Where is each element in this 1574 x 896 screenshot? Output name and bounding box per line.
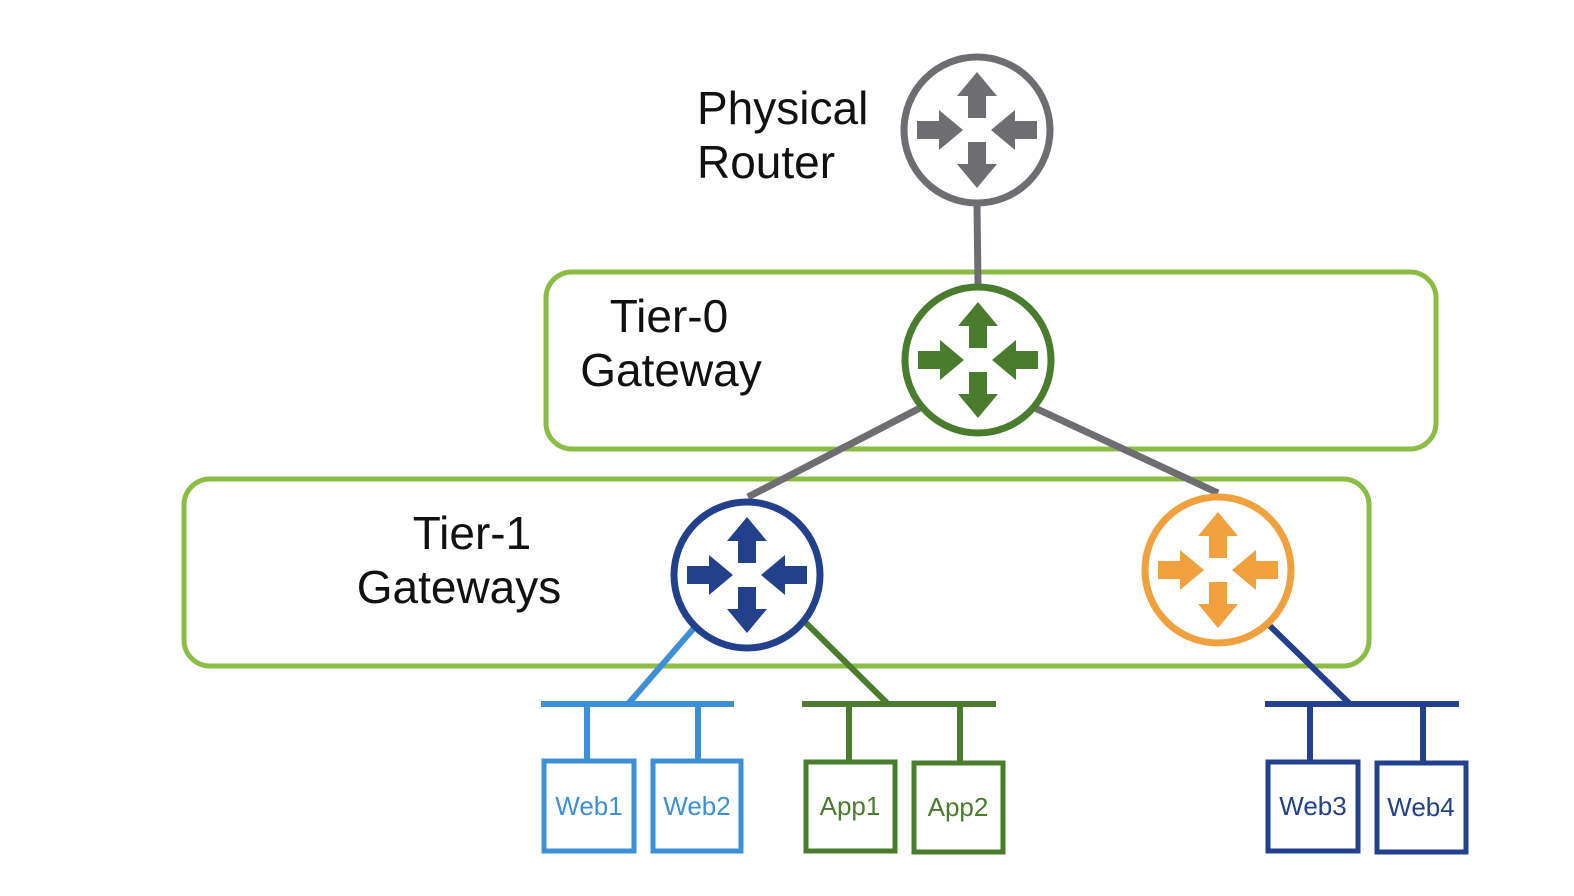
tier0-label-line1: Tier-0: [610, 290, 728, 342]
vm-app2: App2: [911, 760, 1006, 855]
physical-router-icon: [900, 53, 1054, 207]
vm-web1: Web1: [541, 758, 637, 854]
svg-text:Web3: Web3: [1279, 791, 1346, 821]
link-physical-tier0: [973, 203, 982, 286]
tier0-zone: [543, 269, 1439, 452]
link-tier1a-web-segment: [625, 626, 697, 706]
svg-text:Web4: Web4: [1387, 792, 1454, 822]
vm-app1: App1: [803, 759, 898, 854]
app-segment: [802, 701, 996, 761]
svg-text:App2: App2: [928, 792, 989, 822]
svg-text:App1: App1: [820, 791, 881, 821]
vm-web3: Web3: [1265, 759, 1361, 854]
tier0-label-line2: Gateway: [580, 344, 762, 396]
physical-router-label-line1: Physical: [697, 82, 868, 134]
web-segment-2: [1265, 701, 1459, 762]
physical-router-label-line2: Router: [697, 136, 835, 188]
link-tier1b-web-segment: [1267, 623, 1353, 707]
web-segment: [541, 701, 734, 760]
link-tier0-tier1a: [746, 404, 922, 501]
svg-text:Web1: Web1: [555, 791, 622, 821]
svg-text:Web2: Web2: [663, 791, 730, 821]
tier1-router-b-icon: [1141, 493, 1295, 647]
vm-web2: Web2: [650, 758, 744, 854]
vm-web4: Web4: [1374, 760, 1469, 855]
link-tier0-tier1b: [1033, 404, 1220, 497]
tier1-label-line2: Gateways: [357, 561, 562, 613]
tier1-router-a-icon: [670, 498, 824, 652]
tier1-label-line1: Tier-1: [413, 507, 531, 559]
tier0-router-icon: [901, 283, 1055, 437]
link-tier1a-app-segment: [802, 619, 891, 707]
